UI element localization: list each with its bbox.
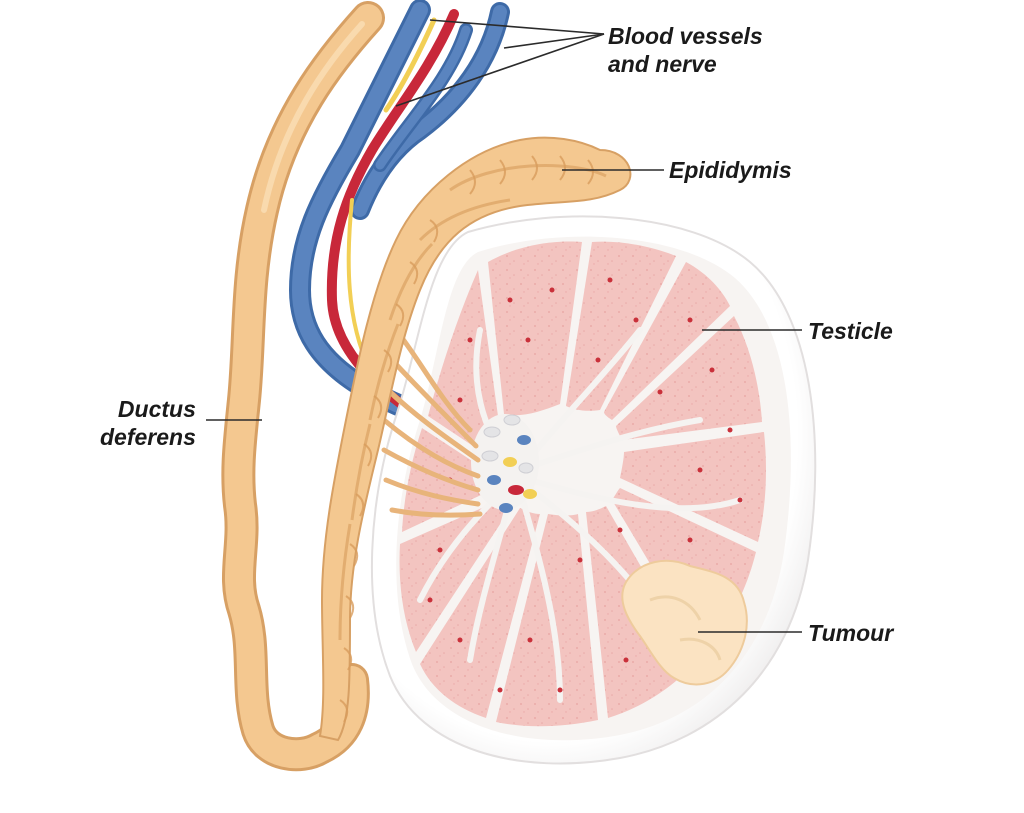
label-blood-line1: Blood vessels [608, 23, 763, 49]
label-ductus-line1: Ductus [117, 396, 196, 422]
rete-testis [471, 414, 539, 513]
testicular-lobules [399, 241, 766, 727]
label-blood-line2: and nerve [608, 51, 717, 77]
label-tumour: Tumour [808, 620, 894, 646]
epididymis [318, 136, 632, 742]
label-ductus-line2: deferens [100, 424, 196, 450]
leader-blood-1 [429, 19, 605, 35]
ductus-deferens [221, 1, 385, 772]
tumour [621, 559, 748, 686]
leader-blood-3 [395, 33, 605, 107]
leader-lines [206, 19, 802, 633]
label-blood-vessels-and-nerve: Blood vessels and nerve [608, 22, 763, 78]
leader-blood-2 [503, 33, 605, 49]
label-testicle: Testicle [808, 318, 893, 344]
label-ductus-deferens: Ductus deferens [100, 395, 196, 451]
label-epididymis: Epididymis [669, 157, 792, 183]
